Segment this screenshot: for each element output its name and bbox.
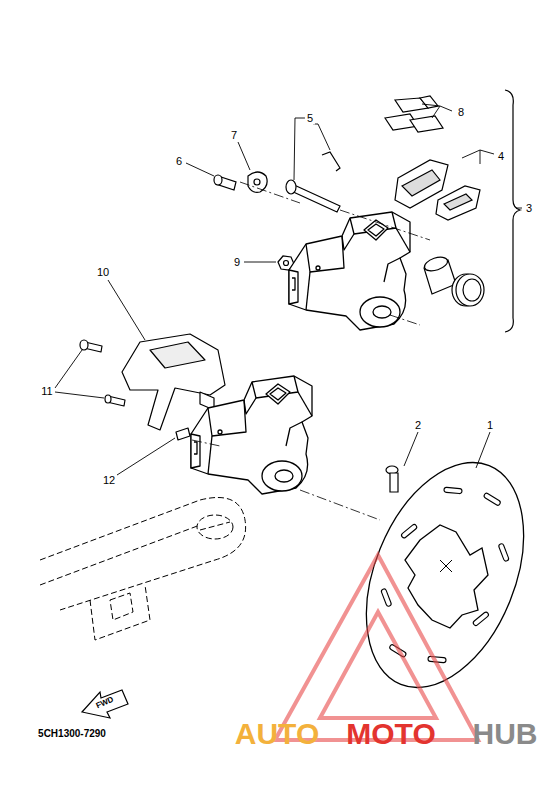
- callout-number: 1: [485, 419, 495, 432]
- callout-number: 12: [101, 474, 117, 487]
- watermark: AUTO: [235, 719, 319, 749]
- callout-number: 6: [174, 155, 184, 168]
- callout-number: 11: [39, 385, 54, 398]
- disc-slot: [472, 611, 489, 626]
- callout-number: 5: [305, 112, 315, 125]
- callout-number: 9: [232, 256, 242, 269]
- callout-number: 8: [456, 106, 466, 119]
- part-code: 5CH1300-7290: [38, 729, 106, 739]
- disc-slot: [381, 588, 392, 607]
- disc-slot: [498, 543, 509, 562]
- callout-number: 7: [229, 129, 239, 142]
- watermark: HUB: [473, 719, 538, 749]
- disc-slot: [401, 524, 418, 539]
- callout-number: 3: [524, 202, 534, 215]
- watermark: MOTO: [346, 719, 435, 749]
- disc-slot: [444, 487, 462, 494]
- callout-number: 2: [413, 419, 423, 432]
- callout-number: 4: [496, 150, 506, 163]
- disc-slot: [483, 492, 501, 506]
- callout-number: 10: [95, 266, 111, 279]
